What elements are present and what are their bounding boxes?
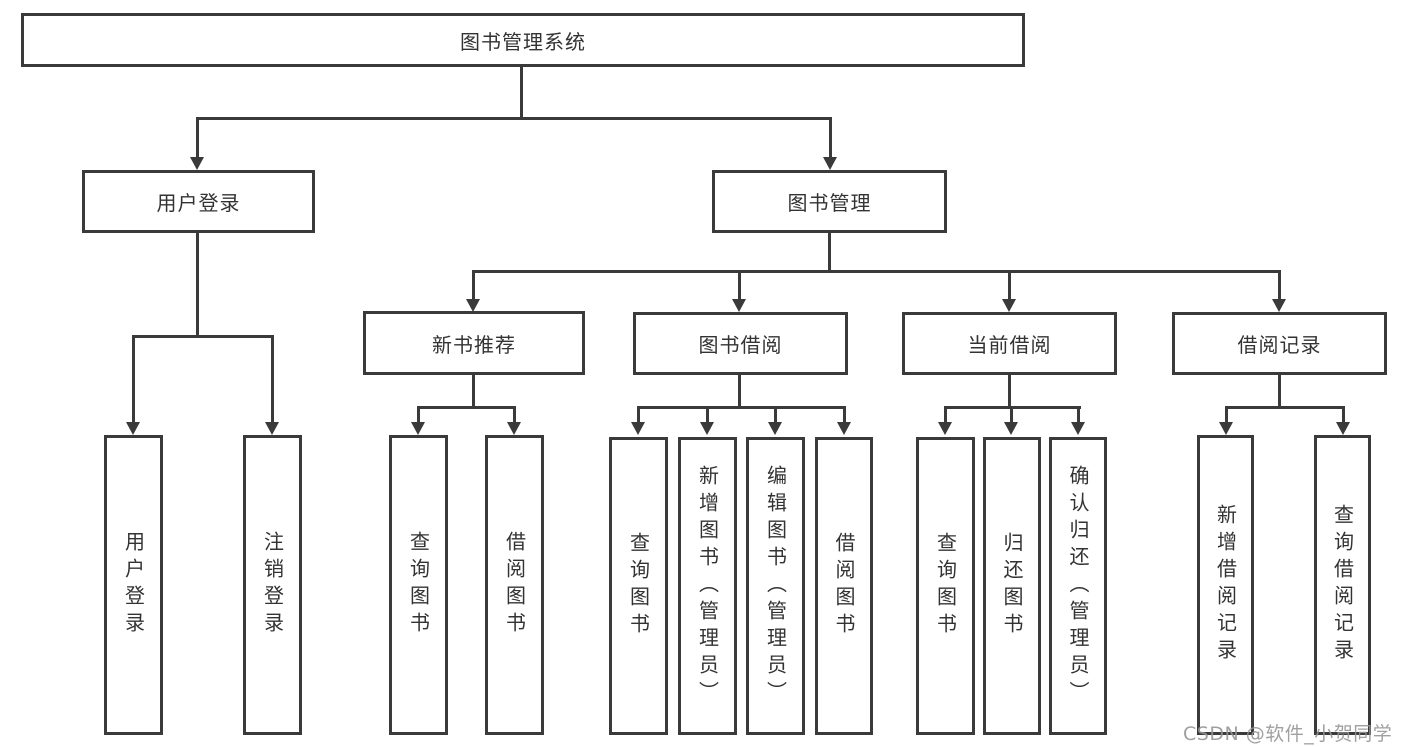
csdn-watermark: CSDN @软件_小贺同学 xyxy=(1183,723,1393,745)
connector-line xyxy=(196,233,199,337)
leaf-return-books: 归还图书 xyxy=(983,437,1041,735)
arrowhead-down-icon xyxy=(265,422,279,435)
connector-line xyxy=(196,117,832,120)
leaf-label: 编辑图书（管理员） xyxy=(763,464,788,708)
node-book-borrowing: 图书借阅 xyxy=(633,312,848,375)
arrowhead-down-icon xyxy=(1219,422,1233,435)
connector-line xyxy=(132,335,274,338)
leaf-logout: 注销登录 xyxy=(243,435,302,735)
leaf-label: 用户登录 xyxy=(121,531,146,639)
arrowhead-down-icon xyxy=(732,299,746,312)
connector-line xyxy=(738,375,741,408)
arrowhead-down-icon xyxy=(411,422,425,435)
connector-line xyxy=(1077,406,1080,423)
leaf-add-borrow-record: 新增借阅记录 xyxy=(1197,435,1254,735)
arrowhead-down-icon xyxy=(1002,299,1016,312)
connector-line xyxy=(472,270,1281,273)
leaf-label: 注销登录 xyxy=(260,531,285,639)
node-current-borrowing: 当前借阅 xyxy=(902,312,1117,375)
arrowhead-down-icon xyxy=(507,422,521,435)
arrowhead-down-icon xyxy=(190,157,204,170)
leaf-label: 查询图书 xyxy=(933,532,958,640)
leaf-query-books-current: 查询图书 xyxy=(916,437,975,735)
connector-line xyxy=(1225,406,1345,409)
connector-line xyxy=(472,375,475,408)
connector-line xyxy=(738,270,741,300)
connector-line xyxy=(706,406,709,423)
connector-line xyxy=(829,117,832,158)
connector-line xyxy=(196,117,199,158)
connector-line xyxy=(637,406,640,423)
leaf-label: 确认归还（管理员） xyxy=(1066,464,1090,708)
arrowhead-down-icon xyxy=(1004,422,1018,435)
leaf-label: 新增图书（管理员） xyxy=(695,464,720,708)
leaf-edit-books-admin: 编辑图书（管理员） xyxy=(746,437,805,735)
arrowhead-down-icon xyxy=(126,422,140,435)
connector-line xyxy=(1008,270,1011,300)
connector-line xyxy=(1225,406,1228,423)
leaf-query-borrow-record: 查询借阅记录 xyxy=(1314,435,1371,735)
connector-line xyxy=(1278,375,1281,408)
node-user-login: 用户登录 xyxy=(82,170,315,233)
arrowhead-down-icon xyxy=(837,422,851,435)
connector-line xyxy=(1278,270,1281,300)
connector-line xyxy=(774,406,777,423)
connector-line xyxy=(637,406,846,409)
arrowhead-down-icon xyxy=(466,299,480,312)
leaf-query-books-newrec: 查询图书 xyxy=(389,435,448,735)
node-root-system: 图书管理系统 xyxy=(21,13,1025,67)
arrowhead-down-icon xyxy=(1336,422,1350,435)
arrowhead-down-icon xyxy=(768,422,782,435)
connector-line xyxy=(271,335,274,422)
leaf-label: 查询借阅记录 xyxy=(1330,504,1355,666)
leaf-add-books-admin: 新增图书（管理员） xyxy=(678,437,737,735)
connector-line xyxy=(944,406,947,423)
leaf-borrow-books-newrec: 借阅图书 xyxy=(485,435,544,735)
arrowhead-down-icon xyxy=(938,422,952,435)
connector-line xyxy=(132,335,135,422)
leaf-label: 查询图书 xyxy=(626,532,651,640)
leaf-label: 新增借阅记录 xyxy=(1213,504,1238,666)
connector-line xyxy=(472,270,475,300)
leaf-label: 借阅图书 xyxy=(832,532,856,640)
arrowhead-down-icon xyxy=(1272,299,1286,312)
leaf-label: 借阅图书 xyxy=(502,531,527,639)
arrowhead-down-icon xyxy=(631,422,645,435)
leaf-query-books-borrow: 查询图书 xyxy=(609,437,668,735)
leaf-label: 查询图书 xyxy=(406,531,431,639)
node-new-book-recommend: 新书推荐 xyxy=(363,311,585,375)
connector-line xyxy=(828,233,831,272)
leaf-label: 归还图书 xyxy=(1000,532,1024,640)
leaf-user-login: 用户登录 xyxy=(104,435,163,735)
node-borrowing-records: 借阅记录 xyxy=(1172,312,1387,375)
arrowhead-down-icon xyxy=(1071,422,1085,435)
leaf-confirm-return-admin: 确认归还（管理员） xyxy=(1049,437,1107,735)
arrowhead-down-icon xyxy=(823,157,837,170)
connector-line xyxy=(843,406,846,423)
connector-line xyxy=(417,406,516,409)
connector-line xyxy=(1008,375,1011,408)
connector-line xyxy=(417,406,420,423)
connector-line xyxy=(1342,406,1345,423)
leaf-borrow-books: 借阅图书 xyxy=(815,437,873,735)
node-book-management: 图书管理 xyxy=(712,170,947,233)
connector-line xyxy=(513,406,516,423)
connector-line xyxy=(520,67,523,119)
arrowhead-down-icon xyxy=(700,422,714,435)
connector-line xyxy=(1010,406,1013,423)
